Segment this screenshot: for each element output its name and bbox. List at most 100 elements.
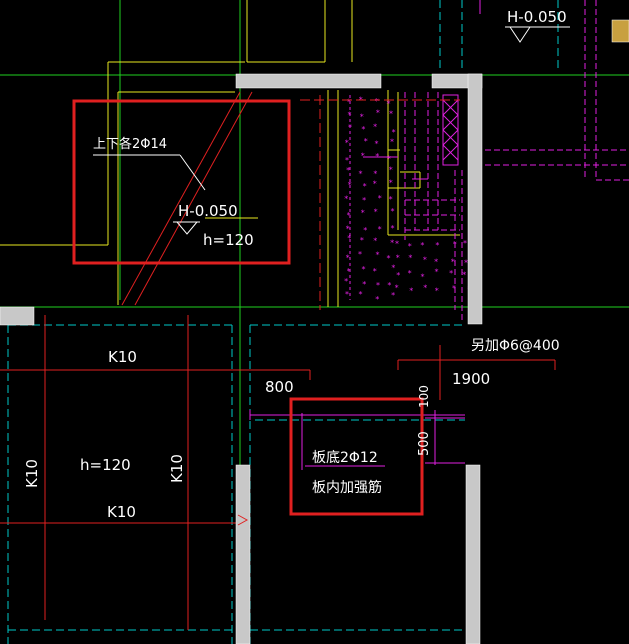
hatch-dot: *	[451, 257, 455, 266]
hatch-dot: *	[348, 180, 352, 189]
hatch-dot: *	[373, 236, 377, 245]
label-h120-top: h=120	[203, 231, 254, 249]
hatch-dot: *	[434, 258, 438, 267]
label-slab-inner: 板内加强筋	[312, 479, 382, 496]
hatch-dot: *	[361, 151, 365, 160]
dimension-lines	[249, 410, 465, 470]
hatch-dot: *	[391, 224, 395, 233]
hatch-dot: *	[375, 152, 379, 161]
hatch-dot: *	[396, 254, 400, 263]
hatch-dot: *	[389, 165, 393, 174]
hatch-dot: *	[464, 259, 468, 268]
hatch-dot: *	[362, 196, 366, 205]
label-extra-rebar: 另加Φ6@400	[471, 338, 560, 354]
hatch-dot: *	[378, 225, 382, 234]
hatch-dot: *	[408, 269, 412, 278]
hatch-dot: *	[373, 179, 377, 188]
hatch-dot: *	[420, 241, 424, 250]
hatch-dot: *	[362, 265, 366, 274]
red-lines	[0, 91, 556, 630]
label-slab-bottom: 板底2Φ12	[312, 450, 378, 466]
wall-right-column	[467, 73, 483, 325]
hatch-dot: *	[347, 211, 351, 220]
hatch-dot: *	[390, 238, 394, 247]
magenta-solid-lines	[349, 0, 481, 300]
hatch-dot: *	[361, 209, 365, 218]
label-dim-1900: 1900	[452, 370, 490, 388]
hatch-dot: *	[396, 271, 400, 280]
leader-1b	[179, 154, 206, 191]
hatch-dot: *	[347, 267, 351, 276]
hatch-dot: *	[395, 283, 399, 292]
label-h-top-right: H-0.050	[507, 8, 567, 26]
hatch-dot: *	[374, 207, 378, 216]
hatch-dot: *	[359, 170, 363, 179]
hatch-dot: *	[344, 277, 348, 286]
hatch-dot: *	[453, 240, 457, 249]
label-top-bottom-bars: 上下各2Φ14	[93, 136, 167, 152]
hatch-dot: *	[348, 123, 352, 132]
hatch-dot: *	[360, 236, 364, 245]
label-k10-right: K10	[168, 454, 186, 483]
label-k10-left: K10	[23, 459, 41, 488]
yellow-lines	[0, 0, 460, 307]
wall-top	[235, 73, 382, 89]
hatch-dot: *	[375, 295, 379, 304]
elev-triangle-top	[509, 26, 531, 43]
hatch-dot: *	[387, 99, 391, 108]
hatch-dot: *	[373, 122, 377, 131]
hatch-dot: *	[463, 239, 467, 248]
hatch-dot: *	[361, 125, 365, 134]
wall-bottom-mid	[235, 464, 251, 644]
hatch-dot: *	[391, 207, 395, 216]
hatch-dot: *	[391, 264, 395, 273]
hatch-dot: *	[346, 166, 350, 175]
hatch-dot: *	[375, 139, 379, 148]
label-h120-bottom: h=120	[80, 456, 131, 474]
hatch-dot: *	[435, 286, 439, 295]
label-k10-bottom: K10	[107, 503, 136, 521]
hatch-dot: *	[387, 155, 391, 164]
hatch-dot: *	[363, 226, 367, 235]
highlight-box-lower	[289, 397, 424, 516]
walls	[0, 19, 629, 644]
hatch-dot: *	[408, 254, 412, 263]
red-diag-1	[134, 91, 253, 306]
hatch-dot: *	[409, 286, 413, 295]
hatch-dot: *	[378, 194, 382, 203]
hatch-dot: *	[423, 256, 427, 265]
hatch-dot: *	[389, 179, 393, 188]
hatch-dot: *	[346, 254, 350, 263]
hatch-dot: *	[392, 128, 396, 137]
hatch-dot: *	[462, 271, 466, 280]
hatch-dot: *	[346, 225, 350, 234]
hatch-dot: *	[376, 281, 380, 290]
hatch-dot: *	[373, 169, 377, 178]
elev-triangle-mid	[176, 221, 198, 235]
highlight-box-upper	[72, 99, 291, 265]
label-dim-800: 800	[265, 378, 294, 396]
hatch-dot: *	[362, 280, 366, 289]
hatch-dot: *	[358, 250, 362, 259]
hatch-dot: *	[390, 138, 394, 147]
arrow-marker	[237, 514, 249, 526]
hatch-dot: *	[345, 290, 349, 299]
hatch-dot: *	[408, 242, 412, 251]
red-diag-2	[121, 91, 241, 306]
hatch-dot: *	[435, 267, 439, 276]
hatch-dot: *	[391, 291, 395, 300]
hatch-dot: *	[387, 281, 391, 290]
hatch-dot: *	[387, 254, 391, 263]
hatch-dot: *	[452, 284, 456, 293]
hatch-dot: *	[373, 267, 377, 276]
label-h-mid: H-0.050	[178, 202, 238, 220]
hatch-dot: *	[347, 97, 351, 106]
wall-bottom-right	[465, 464, 481, 644]
hatch-dot: *	[364, 137, 368, 146]
hatch-dot: *	[423, 284, 427, 293]
hatch-dot: *	[389, 195, 393, 204]
magenta-dashed-lines	[404, 0, 629, 320]
